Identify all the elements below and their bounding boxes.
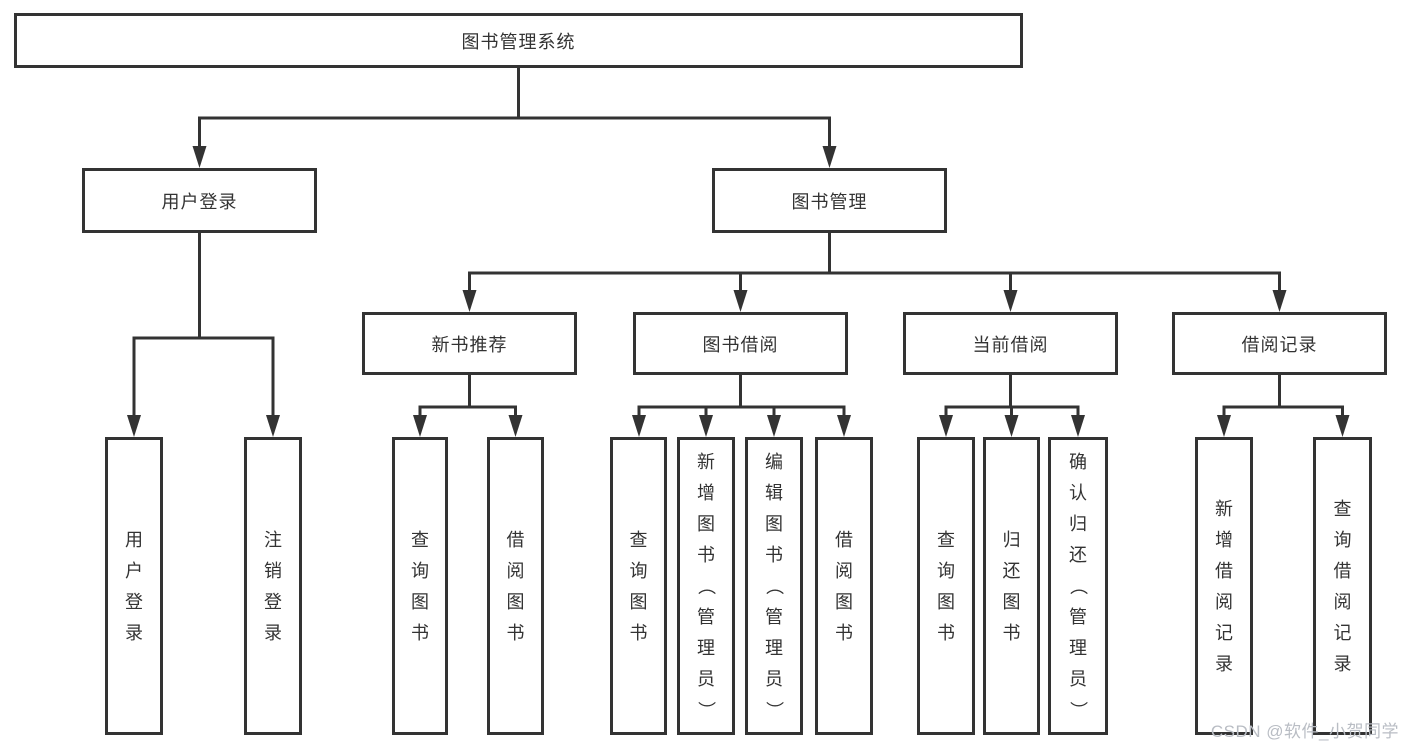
leaf-query-books-recommend-label: 查询图书 (411, 529, 429, 643)
leaf-confirm-return-admin: 确认归还（管理员） (1048, 437, 1108, 735)
leaf-query-borrow-record-label: 查询借阅记录 (1333, 498, 1352, 674)
leaf-edit-book-admin-label: 编辑图书（管理员） (764, 452, 784, 719)
node-borrow-records-label: 借阅记录 (1241, 334, 1318, 355)
csdn-watermark: CSDN @软件_小贺同学 (1210, 722, 1399, 741)
leaf-query-books-current-label: 查询图书 (937, 529, 955, 643)
leaf-borrow-books-recommend-label: 借阅图书 (506, 529, 525, 643)
leaf-query-borrow-record: 查询借阅记录 (1313, 437, 1372, 735)
leaf-borrow-books-label: 借阅图书 (835, 529, 853, 643)
node-current-borrow: 当前借阅 (903, 312, 1118, 375)
leaf-logout-label: 注销登录 (264, 529, 282, 643)
leaf-add-book-admin: 新增图书（管理员） (677, 437, 735, 735)
node-root-label: 图书管理系统 (461, 31, 576, 52)
node-new-book-recommend-label: 新书推荐 (431, 334, 508, 355)
leaf-logout: 注销登录 (244, 437, 302, 735)
leaf-add-borrow-record: 新增借阅记录 (1195, 437, 1253, 735)
leaf-query-books-current: 查询图书 (917, 437, 975, 735)
leaf-query-books-recommend: 查询图书 (392, 437, 448, 735)
leaf-edit-book-admin: 编辑图书（管理员） (745, 437, 803, 735)
node-borrow-records: 借阅记录 (1172, 312, 1387, 375)
leaf-return-book-label: 归还图书 (1002, 529, 1021, 643)
node-book-borrow-label: 图书借阅 (702, 334, 779, 355)
node-book-borrow: 图书借阅 (633, 312, 848, 375)
node-current-borrow-label: 当前借阅 (972, 334, 1049, 355)
leaf-user-login-label: 用户登录 (125, 529, 143, 643)
leaf-borrow-books-recommend: 借阅图书 (487, 437, 544, 735)
node-book-management-label: 图书管理 (791, 191, 868, 212)
leaf-borrow-books: 借阅图书 (815, 437, 873, 735)
leaf-confirm-return-admin-label: 确认归还（管理员） (1068, 452, 1088, 719)
leaf-query-books-borrow-label: 查询图书 (629, 529, 648, 643)
node-new-book-recommend: 新书推荐 (362, 312, 577, 375)
leaf-query-books-borrow: 查询图书 (610, 437, 667, 735)
node-user-login-label: 用户登录 (161, 191, 238, 212)
leaf-user-login: 用户登录 (105, 437, 163, 735)
leaf-add-book-admin-label: 新增图书（管理员） (696, 452, 716, 719)
node-root: 图书管理系统 (14, 13, 1023, 68)
node-book-management: 图书管理 (712, 168, 947, 233)
node-user-login: 用户登录 (82, 168, 317, 233)
leaf-return-book: 归还图书 (983, 437, 1040, 735)
leaf-add-borrow-record-label: 新增借阅记录 (1215, 498, 1233, 674)
